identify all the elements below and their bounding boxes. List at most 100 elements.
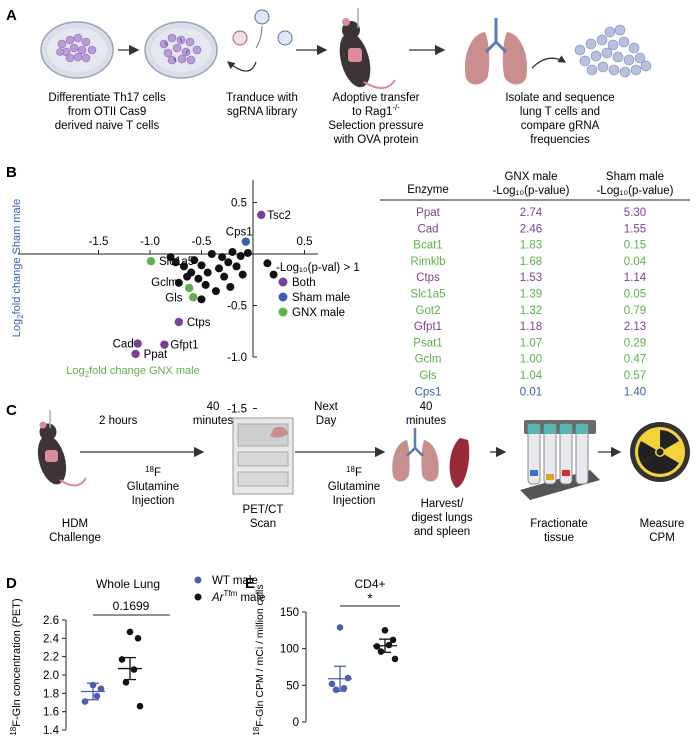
table-row: Ctps 1.53 1.14 [416, 272, 647, 284]
step4-line1: Isolate and sequence [505, 92, 614, 104]
d-legend-wt: WT male [212, 575, 258, 587]
b-point-label: Ppat [144, 349, 168, 361]
step4-line3: compare gRNA [521, 120, 600, 132]
y-tick-label: 50 [286, 680, 299, 692]
b-point [238, 270, 247, 279]
data-point [377, 648, 385, 655]
table-cell-enzyme: Gfpt1 [414, 321, 442, 333]
series-ar [373, 627, 399, 663]
b-point [211, 287, 220, 296]
table-cell-gnx: 1.68 [520, 256, 542, 268]
table-cell-gnx: 0.01 [520, 386, 542, 398]
d-significance: 0.1699 [93, 599, 170, 616]
data-point [373, 643, 381, 650]
table-cell-sham: 0.79 [624, 305, 646, 317]
y-tick-label: 2.4 [43, 633, 60, 645]
scatter-b-axes [18, 180, 318, 409]
b-xtick-label: 0.5 [297, 236, 313, 248]
table-cell-sham: 1.55 [624, 223, 646, 235]
step2-line2: sgRNA library [227, 106, 298, 118]
b-point-label: Slc1a5 [159, 256, 194, 268]
b-point [218, 253, 227, 262]
step4-line2: lung T cells and [520, 106, 600, 118]
b-point [236, 252, 245, 261]
panel-letter-d: D [6, 575, 17, 592]
b-ytick-label: -1.5 [227, 404, 247, 416]
data-point [381, 627, 389, 634]
step3-line1: Adoptive transfer [333, 92, 420, 104]
c-hdm-1: HDM [62, 518, 88, 530]
c-harvest-3: and spleen [414, 526, 470, 538]
c-pet-1: PET/CT [243, 504, 284, 516]
b-point [194, 274, 203, 283]
b-point-gls [189, 293, 198, 302]
e-title: CD4+ [354, 577, 385, 591]
virus-library-icon [226, 9, 293, 72]
table-cell-gnx: 1.39 [520, 289, 542, 301]
table-cell-gnx: 1.32 [520, 305, 542, 317]
c-harvest-2: digest lungs [411, 512, 473, 524]
b-point [224, 258, 233, 267]
table-cell-enzyme: Ctps [416, 272, 440, 284]
c-time-4a: 40 [420, 401, 433, 413]
b-legend-swatch-gnx [278, 307, 288, 317]
table-cell-sham: 0.04 [624, 256, 647, 268]
tube-rack-icon [520, 420, 600, 500]
b-xlabel: Log2fold change GNX male [66, 365, 199, 379]
b-point [201, 280, 210, 289]
step3-line3: Selection pressure [328, 120, 423, 132]
step1-line2: from OTII Cas9 [68, 106, 147, 118]
e-ylabel: 18F-Gln CPM / mCi / million cells [252, 584, 266, 735]
radiation-icon [630, 422, 690, 482]
panel-d: D Whole Lung 18F-Gln concentration (PET)… [6, 575, 265, 737]
c-hdm-2: Challenge [49, 532, 101, 544]
data-point [134, 635, 142, 642]
pet-scanner-icon [232, 417, 294, 495]
lungs-icon [464, 18, 528, 85]
panel-letter-b: B [6, 164, 17, 181]
table-cell-gnx: 1.53 [520, 272, 542, 284]
enzyme-table: Enzyme GNX male -Log₁₀(p-value) Sham mal… [380, 171, 690, 398]
data-point [389, 636, 397, 644]
b-point-label: Gls [165, 292, 183, 304]
y-tick-label: 100 [280, 644, 299, 656]
step1-line1: Differentiate Th17 cells [48, 92, 165, 104]
data-point [391, 655, 399, 663]
b-legend-both: Both [292, 277, 316, 289]
table-cell-gnx: 1.83 [520, 240, 542, 252]
e-significance: * [340, 590, 400, 607]
c-inj1-l1: 18F [145, 465, 161, 479]
b-point [197, 295, 206, 304]
table-cell-enzyme: Rimklb [410, 256, 445, 268]
petri-dish-icon [40, 21, 114, 79]
d-legend-swatch-ar [194, 593, 202, 601]
c-time-3b: Day [316, 415, 337, 427]
table-cell-sham: 0.47 [624, 354, 646, 366]
y-tick-label: 2.0 [43, 670, 59, 682]
panel-a: A [6, 7, 652, 146]
petri-dish-transduced-icon [144, 21, 218, 79]
table-cell-sham: 1.14 [624, 272, 647, 284]
step2-line1: Tranduce with [226, 92, 298, 104]
data-point [136, 702, 144, 710]
table-cell-sham: 0.57 [624, 370, 646, 382]
c-inj1-l3: Injection [132, 495, 175, 507]
step1-line3: derived naive T cells [55, 120, 160, 132]
step3-line4: with OVA protein [333, 134, 419, 146]
data-point [126, 628, 134, 636]
b-point [226, 282, 235, 291]
table-cell-gnx: 1.00 [520, 354, 542, 366]
data-point [336, 624, 344, 631]
mouse-hdm-icon [37, 410, 87, 487]
c-time-1: 2 hours [99, 415, 138, 427]
table-cell-sham: 0.15 [624, 240, 646, 252]
b-ytick-label: 0.5 [231, 198, 247, 210]
data-point [328, 680, 336, 688]
